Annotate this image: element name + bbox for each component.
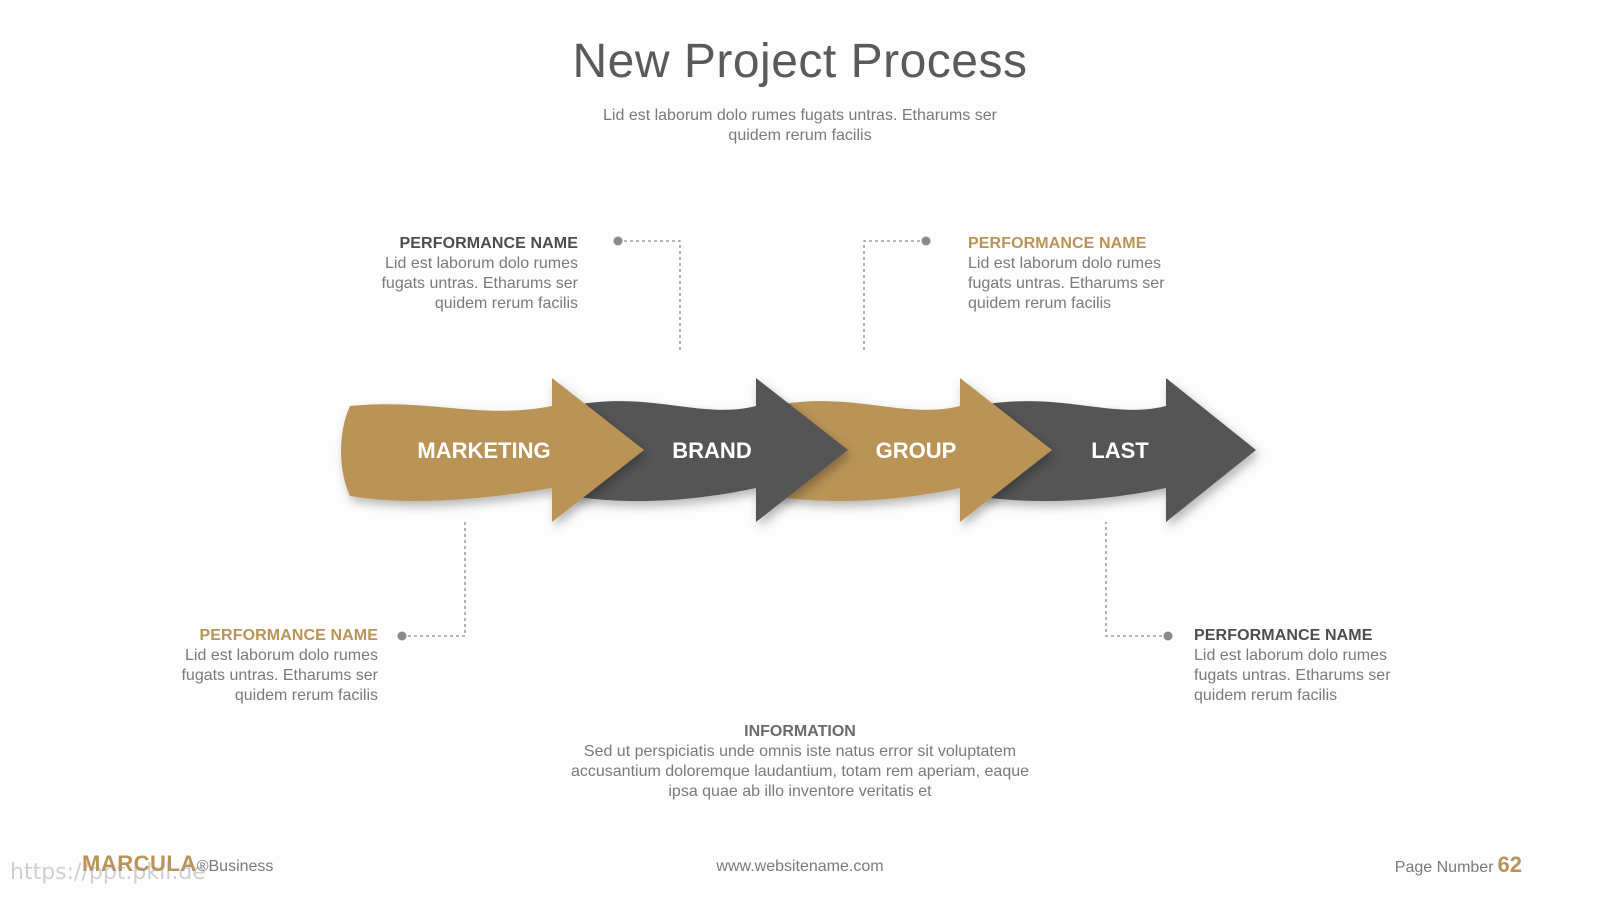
connector-lines: [402, 240, 1168, 637]
arrow-marketing: [341, 378, 644, 522]
page-number: 62: [1497, 852, 1522, 877]
callout-heading: PERFORMANCE NAME: [399, 235, 578, 252]
information-heading: INFORMATION: [744, 723, 856, 740]
callout-top-left: PERFORMANCE NAME Lid est laborum dolo ru…: [338, 234, 578, 314]
connector-2: [863, 240, 926, 350]
connector-dots: [397, 236, 1173, 641]
callout-bottom-right: PERFORMANCE NAME Lid est laborum dolo ru…: [1194, 626, 1434, 706]
information-body: Sed ut perspiciatis unde omnis iste natu…: [570, 743, 1030, 800]
watermark-text: https://ppt.pkll.de: [10, 860, 206, 885]
connector-1: [618, 240, 681, 350]
callout-body: Lid est laborum dolo rumes fugats untras…: [181, 647, 378, 704]
callout-top-right: PERFORMANCE NAME Lid est laborum dolo ru…: [968, 234, 1208, 314]
arrow-group: [772, 378, 1052, 522]
callout-bottom-left: PERFORMANCE NAME Lid est laborum dolo ru…: [138, 626, 378, 706]
connector-dot-1: [613, 236, 623, 246]
page-title: New Project Process: [572, 35, 1028, 88]
callout-body: Lid est laborum dolo rumes fugats untras…: [381, 255, 578, 312]
callout-body: Lid est laborum dolo rumes fugats untras…: [968, 255, 1165, 312]
information-block: INFORMATION Sed ut perspiciatis unde omn…: [560, 722, 1040, 802]
stage-label-group: GROUP: [876, 438, 957, 463]
callout-heading: PERFORMANCE NAME: [968, 235, 1147, 252]
page-number-label: Page Number: [1394, 859, 1494, 876]
connector-3: [402, 522, 466, 637]
arrow-brand: [570, 378, 848, 522]
footer-website: www.websitename.com: [716, 858, 884, 875]
arrow-last: [976, 378, 1256, 522]
stage-label-last: LAST: [1091, 438, 1149, 463]
callout-body: Lid est laborum dolo rumes fugats untras…: [1194, 647, 1391, 704]
footer-brand: MARCULA®Business: [82, 851, 273, 877]
brand-logo-text: MARCULA: [82, 851, 197, 876]
stage-label-marketing: MARKETING: [417, 438, 550, 463]
connector-dot-4: [1163, 631, 1173, 641]
brand-suffix: ®Business: [196, 858, 274, 875]
connector-4: [1105, 522, 1168, 637]
callout-heading: PERFORMANCE NAME: [1194, 627, 1373, 644]
callout-heading: PERFORMANCE NAME: [199, 627, 378, 644]
connector-dot-3: [397, 631, 407, 641]
connector-dot-2: [921, 236, 931, 246]
stage-label-brand: BRAND: [672, 438, 751, 463]
page-subtitle: Lid est laborum dolo rumes fugats untras…: [603, 107, 997, 144]
